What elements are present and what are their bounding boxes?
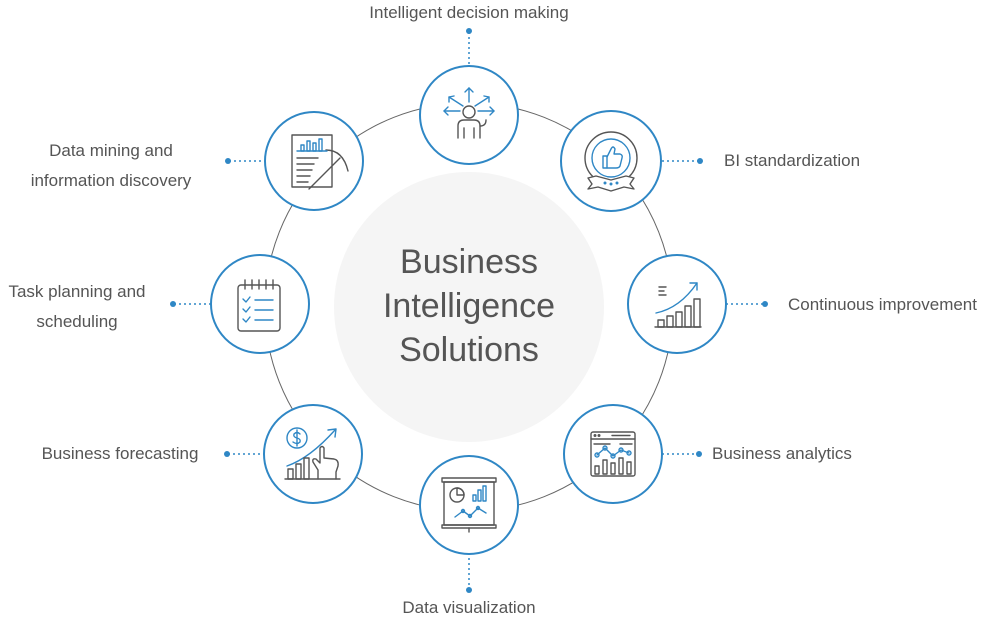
connector-dot-improvement (762, 301, 768, 307)
label-improvement-text: Continuous improvement (788, 295, 977, 314)
analytics-dashboard-icon (590, 431, 636, 477)
connector-dot-standardization (697, 158, 703, 164)
label-visualization-text: Data visualization (402, 598, 536, 617)
dollar-growth-icon (284, 427, 341, 480)
node-forecasting (263, 404, 363, 504)
label-visualization: Data visualization (340, 593, 598, 623)
connector-dot-decision (466, 28, 472, 34)
center-title-line-3: Solutions (399, 331, 539, 369)
label-analytics-text: Business analytics (712, 444, 852, 463)
connector-dot-planning (170, 301, 176, 307)
label-planning-line-1: Task planning and (8, 282, 146, 301)
label-mining: Data mining and information discovery (12, 136, 210, 196)
connector-dot-analytics (696, 451, 702, 457)
checklist-clipboard-icon (237, 279, 281, 332)
center-title: Business Intelligence Solutions (334, 240, 604, 372)
label-decision-text: Intelligent decision making (369, 3, 569, 22)
connector-dot-mining (225, 158, 231, 164)
node-decision (419, 65, 519, 165)
label-forecasting: Business forecasting (22, 439, 218, 469)
connector-dot-visualization (466, 587, 472, 593)
node-standardization (560, 110, 662, 212)
presentation-board-icon (441, 477, 497, 533)
thumbs-up-badge-icon (584, 131, 638, 192)
connector-dot-forecasting (224, 451, 230, 457)
label-mining-line-2: information discovery (30, 171, 192, 190)
report-pickaxe-icon (291, 134, 349, 190)
label-planning-line-2: scheduling (36, 312, 118, 331)
center-title-line-2: Intelligence (382, 287, 555, 325)
label-analytics: Business analytics (712, 439, 852, 469)
connectors (170, 28, 768, 593)
decision-arrows-icon (443, 87, 495, 139)
label-standardization: BI standardization (724, 146, 860, 176)
growth-bar-chart-icon (654, 282, 702, 328)
label-improvement: Continuous improvement (788, 290, 977, 320)
label-standardization-text: BI standardization (724, 151, 861, 170)
node-planning (210, 254, 310, 354)
center-disc (334, 172, 604, 442)
center-title-line-1: Business (400, 243, 538, 281)
node-mining (264, 111, 364, 211)
node-visualization (419, 455, 519, 555)
label-decision: Intelligent decision making (300, 0, 638, 28)
label-forecasting-text: Business forecasting (41, 444, 199, 463)
label-planning: Task planning and scheduling (0, 277, 154, 337)
label-mining-line-1: Data mining and (49, 141, 173, 160)
